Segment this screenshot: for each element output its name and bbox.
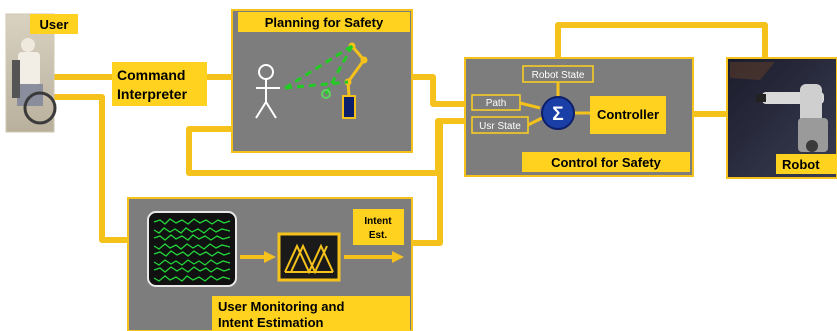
command-interpreter-label-line1: Command [117, 67, 185, 83]
summation-node [541, 96, 575, 130]
filter-waveform-icon [284, 243, 334, 275]
user-label-box [30, 14, 78, 34]
wire-user-to-monitoring [52, 94, 148, 243]
monitoring-label-line1: User Monitoring and [218, 299, 344, 314]
command-interpreter-block: Command Interpreter [112, 62, 207, 106]
arrow-to-output [344, 251, 404, 263]
robot-state-label: Robot State [532, 70, 585, 81]
user-block: User [5, 13, 78, 133]
planning-block: Planning for Safety [231, 9, 413, 153]
command-interpreter-label-line2: Interpreter [117, 86, 188, 102]
path-box [471, 94, 521, 111]
monitoring-label-box [212, 296, 410, 331]
robot-photo-content [730, 62, 828, 152]
wire-monitoring-to-control [405, 122, 443, 246]
wire-control-feedback-to-planning [186, 118, 470, 176]
predicted-point-icon [321, 89, 331, 99]
user-figure [12, 38, 57, 125]
wire-planning-to-control [405, 74, 470, 107]
intent-est-box [353, 209, 404, 245]
planning-label: Planning for Safety [265, 15, 384, 30]
summation-symbol: Σ [552, 104, 563, 125]
command-interpreter-box [112, 62, 207, 106]
usr-state-label: Usr State [479, 121, 521, 132]
robot-label: Robot [782, 157, 820, 172]
planning-panel [231, 9, 413, 153]
robot-label-box [776, 154, 837, 174]
path-label: Path [486, 98, 507, 109]
control-block: Robot State Path Usr State Σ Controller … [464, 57, 694, 177]
arrow-to-filter [240, 251, 276, 263]
robot-arm-icon [342, 42, 368, 119]
eeg-signal-icon [153, 218, 231, 282]
control-label-box [522, 152, 690, 172]
robot-block: Robot [726, 57, 837, 179]
monitoring-label-line2: Intent Estimation [218, 315, 324, 330]
control-internal-wires [519, 82, 590, 127]
intent-est-label-line2: Est. [369, 230, 388, 241]
planning-label-box [238, 12, 410, 32]
control-label: Control for Safety [551, 155, 662, 170]
controller-label: Controller [597, 107, 659, 122]
intent-est-label-line1: Intent [364, 216, 392, 227]
stick-figure-icon [255, 64, 280, 119]
user-label: User [40, 17, 69, 32]
monitoring-block: Intent Est. User Monitoring and Intent E… [127, 197, 413, 331]
wire-robot-feedback-loop [555, 22, 768, 82]
trajectory-lines [284, 44, 354, 95]
controller-box [590, 96, 666, 134]
